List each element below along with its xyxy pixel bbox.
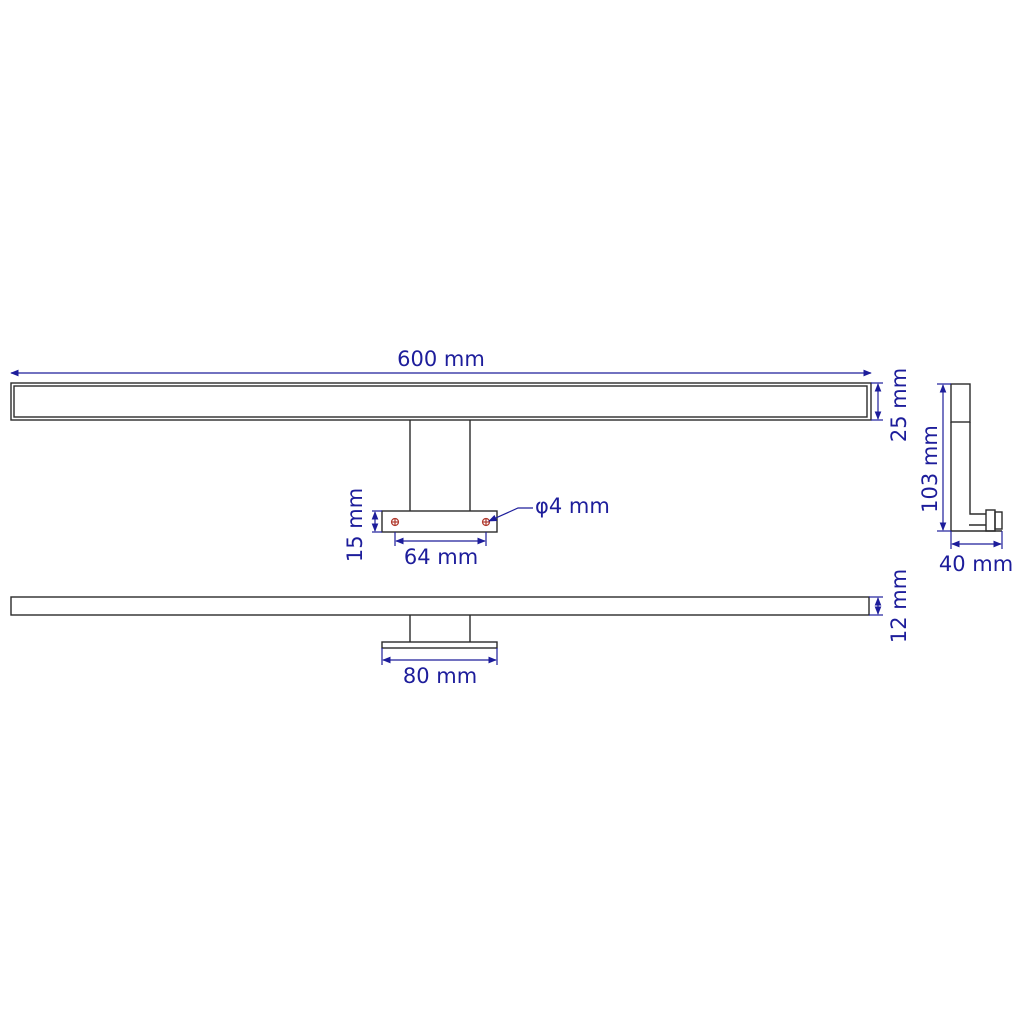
wall-cap-side — [994, 511, 1003, 530]
screw-hole-left — [390, 517, 400, 527]
plate-width-label: 80 mm — [403, 664, 477, 688]
side-view: 103 mm 40 mm — [918, 383, 1013, 576]
length-label: 600 mm — [397, 347, 485, 371]
bar-height-label: 25 mm — [887, 368, 911, 442]
dim-total-height: 103 mm — [918, 383, 951, 532]
dim-bar-height: 25 mm — [871, 368, 911, 442]
dim-hole-spacing: 64 mm — [394, 532, 487, 569]
dim-plate-height: 15 mm — [343, 488, 382, 562]
wall-plate-side — [985, 509, 996, 532]
lamp-bar-top — [10, 596, 870, 616]
screw-hole-right — [481, 517, 491, 527]
mounting-plate-front — [381, 510, 498, 533]
dim-bar-thickness: 12 mm — [869, 569, 911, 643]
bar-thickness-label: 12 mm — [887, 569, 911, 643]
depth-label: 40 mm — [939, 552, 1013, 576]
top-view: 12 mm 80 mm — [10, 569, 911, 688]
dim-depth: 40 mm — [939, 531, 1013, 576]
front-view: 600 mm 25 mm 15 mm 64 mm φ4 mm — [10, 347, 911, 569]
hole-diameter-label: φ4 mm — [535, 494, 610, 518]
lamp-diffuser-front — [13, 385, 868, 418]
mounting-plate-top — [381, 641, 498, 649]
plate-height-label: 15 mm — [343, 488, 367, 562]
dim-length: 600 mm — [10, 347, 872, 377]
lamp-bar-front — [10, 382, 872, 421]
dim-hole-diameter: φ4 mm — [488, 494, 610, 522]
hole-spacing-label: 64 mm — [404, 545, 478, 569]
total-height-label: 103 mm — [918, 425, 942, 513]
dim-plate-width: 80 mm — [381, 648, 498, 688]
lamp-head-side — [950, 383, 971, 423]
